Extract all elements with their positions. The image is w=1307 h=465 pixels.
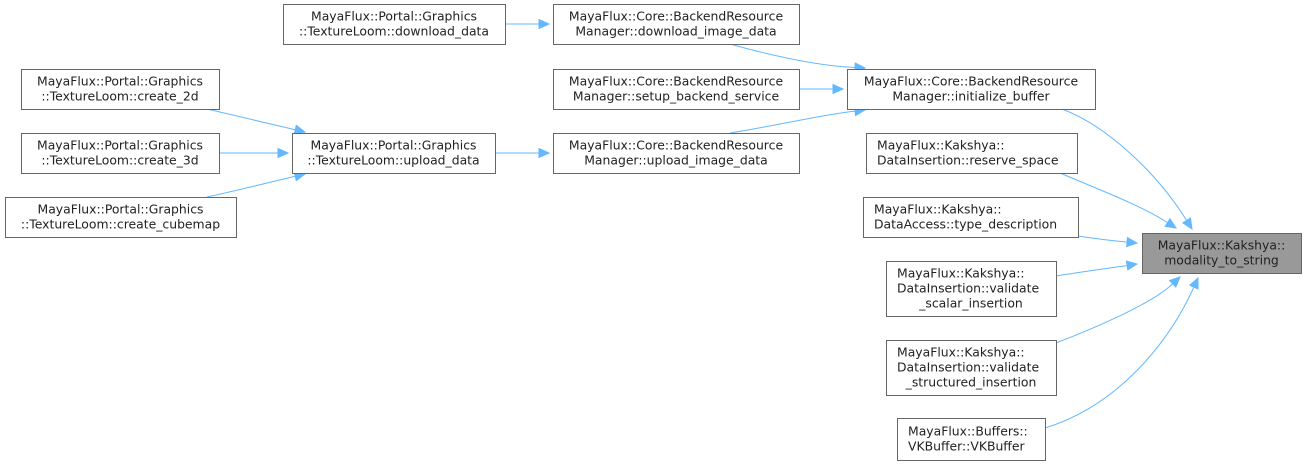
edge-download_image-to-init_buffer — [729, 43, 867, 73]
node-box — [283, 4, 506, 45]
edge-create_cubemap-to-upload_data — [206, 171, 307, 198]
nodes-layer: MayaFlux::Kakshya::modality_to_stringMay… — [5, 4, 1302, 461]
node-label-line: MayaFlux::Kakshya:: — [877, 138, 1005, 153]
node-label-line: MayaFlux::Buffers:: — [908, 424, 1028, 439]
node-box — [866, 133, 1078, 174]
node-box — [553, 133, 800, 174]
edges-layer — [206, 18, 1199, 429]
node-upload_data[interactable]: MayaFlux::Portal::Graphics::TextureLoom:… — [292, 133, 496, 174]
node-box — [847, 69, 1096, 110]
node-label-line: Manager::download_image_data — [575, 24, 776, 39]
node-box — [886, 340, 1057, 396]
arrowhead-icon — [1164, 217, 1178, 229]
edge-validate_scalar-to-focus — [1055, 260, 1139, 277]
edge-vkbuffer-to-focus — [1044, 276, 1199, 429]
node-label-line: ::TextureLoom::create_2d — [41, 89, 198, 104]
node-label-line: DataAccess::type_description — [874, 217, 1057, 232]
node-label-line: _structured_insertion — [905, 375, 1037, 390]
node-label-line: DataInsertion::reserve_space — [877, 153, 1058, 168]
node-label-line: MayaFlux::Portal::Graphics — [311, 138, 477, 153]
node-label-line: MayaFlux::Core::BackendResource — [569, 9, 783, 24]
edge-validate_structured-to-focus — [1055, 276, 1181, 344]
node-label-line: DataInsertion::validate — [897, 281, 1039, 296]
node-label-line: MayaFlux::Kakshya:: — [897, 266, 1025, 281]
focus-node-focus: MayaFlux::Kakshya::modality_to_string — [1142, 233, 1302, 274]
edge-line — [1059, 172, 1168, 224]
arrowhead-icon — [538, 18, 551, 30]
edge-upload_image-to-init_buffer — [729, 105, 867, 134]
edge-setup_backend-to-init_buffer — [799, 83, 845, 95]
node-box — [553, 4, 800, 45]
node-label-line: MayaFlux::Portal::Graphics — [37, 74, 203, 89]
arrowhead-icon — [538, 147, 551, 159]
edge-line — [729, 110, 856, 134]
node-label-line: Manager::initialize_buffer — [892, 89, 1050, 104]
node-label-line: MayaFlux::Core::BackendResource — [569, 138, 783, 153]
node-label-line: DataInsertion::validate — [897, 360, 1039, 375]
node-label-line: MayaFlux::Portal::Graphics — [37, 138, 203, 153]
arrowhead-icon — [1125, 260, 1139, 271]
node-box — [897, 418, 1046, 461]
arrowhead-icon — [1188, 276, 1199, 290]
node-box — [5, 197, 237, 238]
node-label-line: MayaFlux::Core::BackendResource — [864, 74, 1078, 89]
arrowhead-icon — [1126, 236, 1139, 248]
edge-type_description-to-focus — [1077, 235, 1139, 248]
edge-upload_data-to-upload_image — [495, 147, 551, 159]
node-label-line: ::TextureLoom::create_3d — [41, 153, 198, 168]
edge-create_3d-to-upload_data — [219, 147, 290, 159]
node-label-line: MayaFlux::Core::BackendResource — [569, 74, 783, 89]
node-create_3d[interactable]: MayaFlux::Portal::Graphics::TextureLoom:… — [21, 133, 220, 174]
node-label-line: Manager::setup_backend_service — [573, 89, 779, 104]
edge-line — [1055, 283, 1174, 344]
edge-line — [1044, 286, 1195, 429]
node-label-line: ::TextureLoom::upload_data — [307, 153, 479, 168]
node-init_buffer[interactable]: MayaFlux::Core::BackendResourceManager::… — [847, 69, 1096, 110]
node-label-line: MayaFlux::Portal::Graphics — [311, 9, 477, 24]
node-create_2d[interactable]: MayaFlux::Portal::Graphics::TextureLoom:… — [21, 69, 220, 110]
node-label-line: modality_to_string — [1164, 253, 1279, 268]
node-label-line: MayaFlux::Portal::Graphics — [38, 202, 204, 217]
node-box — [553, 69, 800, 110]
edge-line — [206, 108, 296, 131]
node-box — [863, 197, 1079, 238]
edge-create_2d-to-upload_data — [206, 108, 307, 135]
arrowhead-icon — [277, 147, 290, 159]
arrowhead-icon — [1181, 217, 1193, 231]
edge-line — [729, 43, 856, 69]
arrowhead-icon — [293, 124, 307, 135]
node-box — [886, 261, 1057, 317]
edge-download_data-to-download_image — [504, 18, 551, 30]
node-label-line: _scalar_insertion — [918, 296, 1023, 311]
node-box — [292, 133, 496, 174]
node-label-line: MayaFlux::Kakshya:: — [1158, 238, 1286, 253]
edge-init_buffer-to-focus — [1061, 108, 1193, 231]
node-label-line: VKBuffer::VKBuffer — [908, 439, 1025, 454]
node-reserve_space[interactable]: MayaFlux::Kakshya::DataInsertion::reserv… — [866, 133, 1078, 174]
edge-reserve_space-to-focus — [1059, 172, 1178, 229]
node-label-line: Manager::upload_image_data — [584, 153, 768, 168]
node-box — [1142, 233, 1302, 274]
node-vkbuffer[interactable]: MayaFlux::Buffers::VKBuffer::VKBuffer — [897, 418, 1046, 461]
node-label-line: ::TextureLoom::download_data — [299, 24, 489, 39]
node-download_data[interactable]: MayaFlux::Portal::Graphics::TextureLoom:… — [283, 4, 506, 45]
node-type_description[interactable]: MayaFlux::Kakshya::DataAccess::type_desc… — [863, 197, 1079, 238]
node-label-line: ::TextureLoom::create_cubemap — [21, 217, 220, 232]
node-label-line: MayaFlux::Kakshya:: — [874, 202, 1002, 217]
arrowhead-icon — [1168, 276, 1181, 289]
node-box — [21, 69, 220, 110]
node-validate_structured[interactable]: MayaFlux::Kakshya::DataInsertion::valida… — [886, 340, 1057, 396]
edge-line — [206, 175, 296, 198]
edge-line — [1077, 235, 1128, 243]
arrowhead-icon — [832, 83, 845, 95]
node-create_cubemap[interactable]: MayaFlux::Portal::Graphics::TextureLoom:… — [5, 197, 237, 238]
node-upload_image[interactable]: MayaFlux::Core::BackendResourceManager::… — [553, 133, 800, 174]
edge-line — [1061, 108, 1188, 221]
node-label-line: MayaFlux::Kakshya:: — [897, 345, 1025, 360]
node-validate_scalar[interactable]: MayaFlux::Kakshya::DataInsertion::valida… — [886, 261, 1057, 317]
node-setup_backend[interactable]: MayaFlux::Core::BackendResourceManager::… — [553, 69, 800, 110]
edge-line — [1055, 264, 1128, 277]
node-box — [21, 133, 220, 174]
node-download_image[interactable]: MayaFlux::Core::BackendResourceManager::… — [553, 4, 800, 45]
